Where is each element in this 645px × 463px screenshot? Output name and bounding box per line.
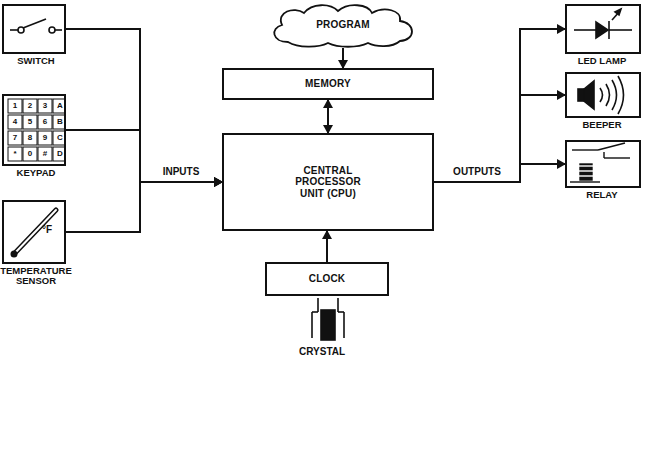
device-caption: RELAY xyxy=(561,190,643,200)
signal-arrow xyxy=(342,48,344,68)
bus-label: OUTPUTS xyxy=(451,166,503,177)
signal-arrow xyxy=(434,29,565,182)
device-caption: TEMPERATURE SENSOR xyxy=(0,266,76,287)
beeper-symbol xyxy=(578,76,624,114)
keypad-key: 2 xyxy=(24,100,36,112)
keypad-key: # xyxy=(39,148,51,160)
device-caption: BEEPER xyxy=(561,120,643,130)
device-frame xyxy=(565,140,641,188)
switch-symbol xyxy=(10,19,62,33)
keypad-key: 0 xyxy=(24,148,36,160)
relay-symbol xyxy=(570,143,630,182)
unit-label: °F xyxy=(42,224,52,235)
text-wrap: MEMORY xyxy=(305,78,351,90)
keypad-key: C xyxy=(54,132,66,144)
led-symbol xyxy=(574,9,632,39)
device-frame xyxy=(2,4,66,54)
device-caption: KEYPAD xyxy=(0,168,76,178)
crystal-label: CRYSTAL xyxy=(299,346,345,357)
keypad-key: 3 xyxy=(39,100,51,112)
signal-arrow xyxy=(66,29,222,182)
device-node: TEMPERATURE SENSOR xyxy=(0,200,76,287)
keypad-key: B xyxy=(54,116,66,128)
text-wrap: CLOCK xyxy=(309,273,346,285)
device-frame xyxy=(565,4,641,54)
block-label: MEMORY xyxy=(305,78,351,90)
program-cloud: PROGRAM xyxy=(268,2,418,48)
block-box: MEMORY xyxy=(222,68,434,100)
keypad-key: A xyxy=(54,100,66,112)
text-wrap: PROGRAM xyxy=(316,19,370,31)
device-caption: SWITCH xyxy=(0,56,76,66)
keypad-key: 4 xyxy=(9,116,21,128)
keypad-key: 1 xyxy=(9,100,21,112)
block-box: CENTRAL PROCESSOR UNIT (CPU) xyxy=(222,133,434,231)
signal-arrow xyxy=(434,95,565,182)
signal-arrow xyxy=(326,231,328,262)
bus-label: INPUTS xyxy=(161,166,202,177)
signal-arrow xyxy=(66,182,222,232)
device-frame xyxy=(2,200,66,264)
device-node: BEEPER xyxy=(561,72,643,130)
device-frame xyxy=(565,72,641,118)
keypad-keys xyxy=(8,99,65,161)
device-node: KEYPAD xyxy=(0,94,76,178)
thermometer-symbol xyxy=(11,210,57,258)
device-caption: LED LAMP xyxy=(561,56,643,66)
signal-arrow xyxy=(434,164,565,182)
block-label: PROGRAM xyxy=(316,19,370,31)
text-wrap: CENTRAL PROCESSOR UNIT (CPU) xyxy=(290,165,366,200)
block-box: CLOCK xyxy=(265,262,389,296)
device-node: SWITCH xyxy=(0,4,76,66)
crystal-symbol xyxy=(312,298,344,340)
keypad-key: 6 xyxy=(39,116,51,128)
block-label: CENTRAL PROCESSOR UNIT (CPU) xyxy=(290,165,366,200)
keypad-key: 5 xyxy=(24,116,36,128)
device-node: RELAY xyxy=(561,140,643,200)
keypad-key: D xyxy=(54,148,66,160)
keypad-key: 7 xyxy=(9,132,21,144)
device-node: LED LAMP xyxy=(561,4,643,66)
keypad-key: 8 xyxy=(24,132,36,144)
keypad-key: * xyxy=(9,148,21,160)
signal-arrow xyxy=(66,130,222,182)
keypad-key: 9 xyxy=(39,132,51,144)
device-frame xyxy=(2,94,66,166)
signal-arrow xyxy=(327,100,329,133)
block-label: CLOCK xyxy=(309,273,346,285)
